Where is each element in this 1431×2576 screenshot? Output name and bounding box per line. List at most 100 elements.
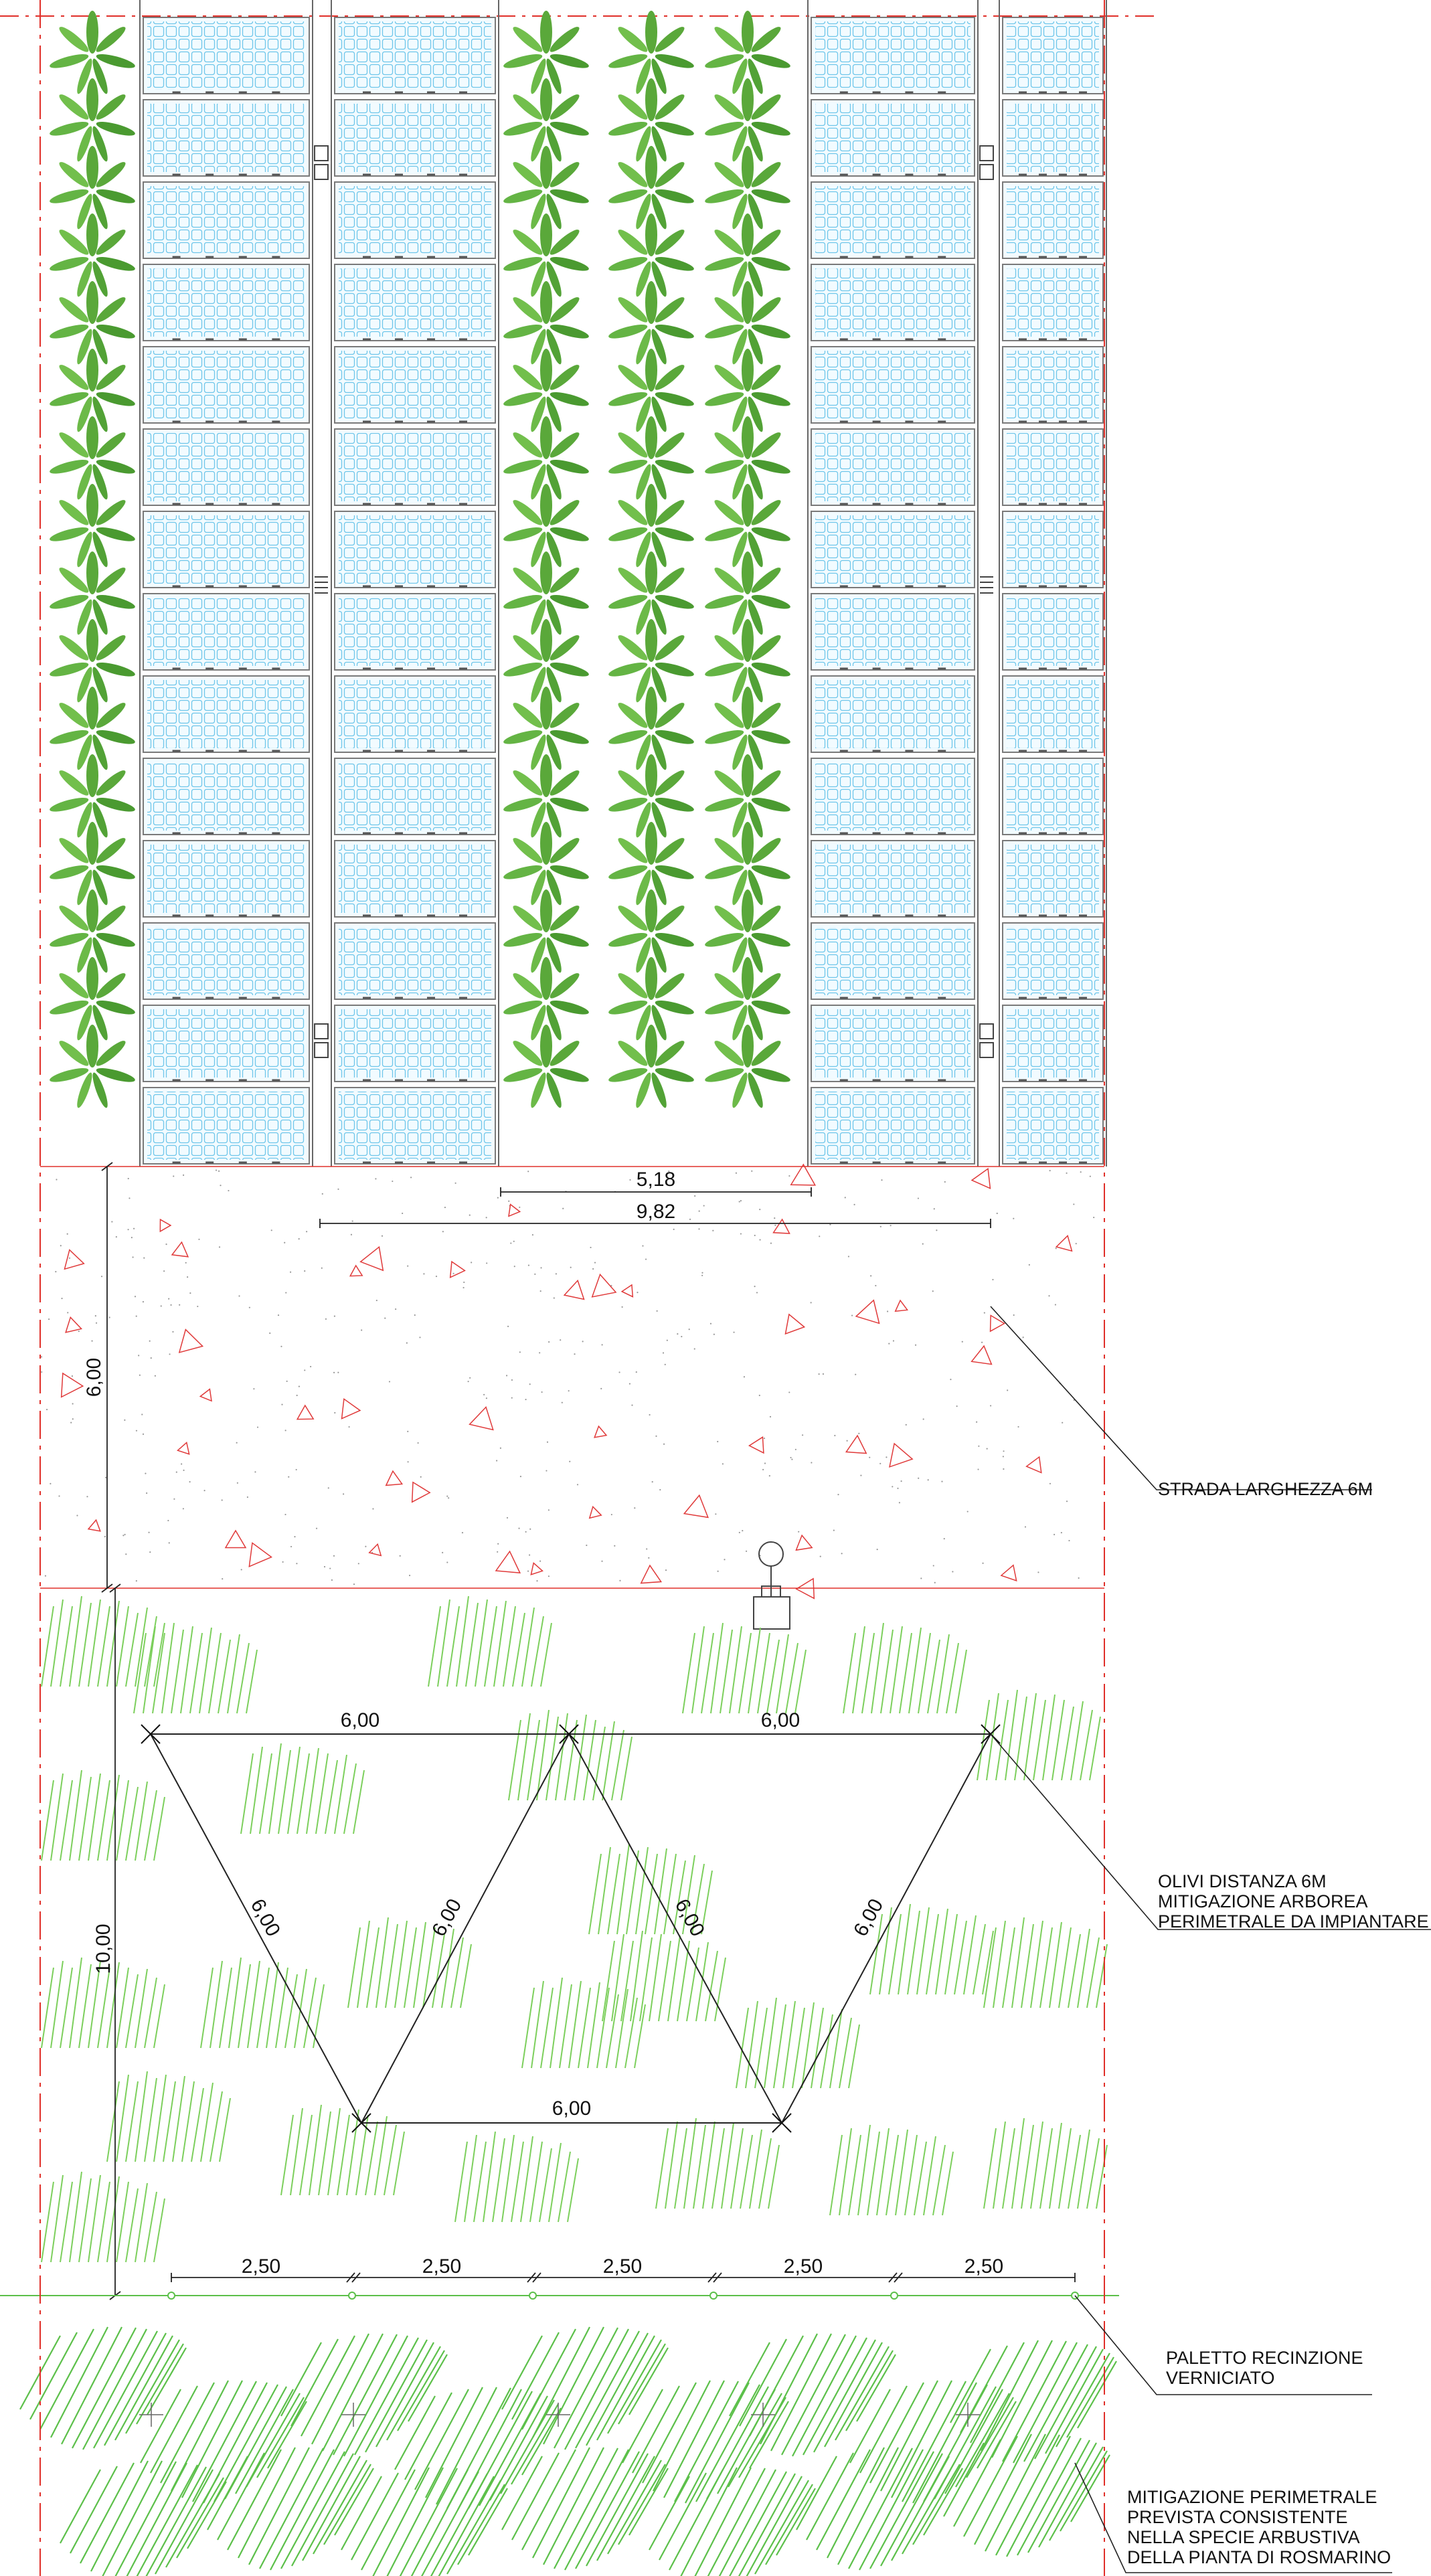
solar-panel [811, 264, 975, 341]
rosemary-shrub [949, 2339, 1118, 2464]
solar-panel [334, 99, 496, 177]
solar-panel [143, 593, 310, 671]
rosemary-shrub [280, 2332, 448, 2458]
olive-layout [150, 1733, 991, 2124]
solar-panel [334, 593, 496, 671]
grass-patch [280, 2104, 405, 2196]
solar-panel [811, 17, 975, 94]
junction-box [314, 1023, 329, 1058]
solar-panel [1002, 593, 1104, 671]
plant-rows-middle [502, 11, 792, 1110]
pv-row-right-a [807, 0, 979, 1167]
grass-patch [41, 2171, 165, 2263]
solar-panel [1002, 840, 1104, 918]
solar-panel [334, 1087, 496, 1165]
fence-post [890, 2292, 898, 2300]
cable-clamp [980, 576, 993, 594]
grass-patch [983, 2118, 1108, 2209]
grass-patch [454, 2131, 579, 2223]
solar-panel [143, 675, 310, 753]
solar-panel [1002, 1087, 1104, 1165]
solar-panel [1002, 428, 1104, 506]
note-road: STRADA LARGHEZZA 6M [1158, 1479, 1373, 1499]
dim-olive-band-depth: 10,00 [92, 1923, 114, 1974]
solar-panel [334, 511, 496, 588]
solar-panel [811, 428, 975, 506]
solar-panel [143, 99, 310, 177]
note-fence-line-1: PALETTO RECINZIONE [1166, 2348, 1363, 2368]
dim-post-spacing-4: 2,50 [784, 2255, 823, 2278]
rosemary-hatching [19, 2326, 1118, 2576]
solar-panel [143, 346, 310, 424]
dim-olive-top-right: 6,00 [761, 1709, 800, 1731]
solar-panel [334, 428, 496, 506]
solar-panel [334, 922, 496, 1000]
pv-row-left-a [139, 0, 313, 1167]
dim-post-spacing-1: 2,50 [242, 2255, 280, 2278]
solar-panel [1002, 758, 1104, 835]
solar-panel [143, 922, 310, 1000]
note-olives-line-3: PERIMETRALE DA IMPIANTARE [1158, 1911, 1429, 1931]
dim-post-spacing-5: 2,50 [964, 2255, 1003, 2278]
dim-olive-diag-1: 6,00 [246, 1895, 284, 1940]
note-olives-line-1: OLIVI DISTANZA 6M [1158, 1871, 1327, 1891]
grass-patch [977, 1689, 1101, 1781]
solar-panel [143, 840, 310, 918]
dim-line-post-spacing [171, 2272, 1076, 2283]
solar-panel [143, 17, 310, 94]
grass-patch [133, 1622, 258, 1714]
solar-panel [143, 1087, 310, 1165]
plant [502, 1025, 590, 1110]
rosemary-plant-marker [751, 2403, 775, 2427]
note-olives-line-2: MITIGAZIONE ARBOREA [1158, 1891, 1368, 1911]
rosemary-plant-marker [139, 2403, 163, 2427]
dim-road-width: 6,00 [83, 1358, 105, 1397]
rosemary-shrub [19, 2326, 187, 2451]
fence-post [529, 2292, 537, 2300]
solar-panel [143, 1005, 310, 1082]
fence-post [167, 2292, 175, 2300]
solar-panel [1002, 346, 1104, 424]
olive-tree-1 [141, 1724, 161, 1744]
dim-row-pitch: 9,82 [637, 1201, 675, 1223]
solar-panel [811, 511, 975, 588]
solar-panel [334, 675, 496, 753]
solar-panel [811, 99, 975, 177]
dim-panel-row-gap: 5,18 [637, 1169, 675, 1191]
solar-panel [1002, 922, 1104, 1000]
olive-tree-4 [351, 2113, 371, 2133]
note-rosemary-line-1: MITIGAZIONE PERIMETRALE [1127, 2487, 1377, 2507]
pv-connectors [314, 145, 994, 1058]
cable-clamp [315, 576, 328, 594]
solar-panel [811, 346, 975, 424]
solar-panel [811, 1087, 975, 1165]
leader-fence [1074, 2295, 1372, 2395]
solar-panel [143, 181, 310, 259]
rosemary-shrub [648, 2466, 817, 2576]
solar-panel [1002, 264, 1104, 341]
grass-patch [240, 1743, 365, 1834]
pv-row-right-b [999, 0, 1107, 1167]
plant-row-left [48, 11, 137, 1110]
grass-patch [41, 1596, 165, 1687]
solar-panel [1002, 17, 1104, 94]
plant [48, 1025, 137, 1110]
leader-road [990, 1306, 1372, 1490]
solar-panel [1002, 181, 1104, 259]
plant [703, 1025, 792, 1110]
note-rosemary-line-3: NELLA SPECIE ARBUSTIVA [1127, 2527, 1360, 2547]
note-rosemary-line-2: PREVISTA CONSISTENTE [1127, 2507, 1348, 2527]
road-area [40, 1163, 1095, 1600]
solar-panel [811, 758, 975, 835]
dim-line-panel-gap [500, 1187, 812, 1197]
rosemary-shrub [59, 2460, 228, 2576]
rosemary-shrub [206, 2446, 375, 2571]
lamp-post-symbol [753, 1541, 790, 1630]
solar-panel [334, 1005, 496, 1082]
solar-panel [1002, 511, 1104, 588]
grass-patch [869, 1903, 994, 1995]
fence-post [348, 2292, 356, 2300]
rosemary-plant-marker [341, 2403, 365, 2427]
dim-post-spacing-3: 2,50 [603, 2255, 642, 2278]
